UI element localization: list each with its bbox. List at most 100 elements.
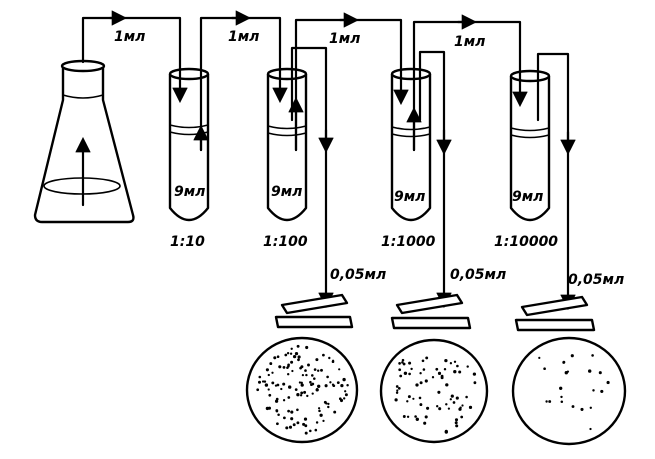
colony-dot xyxy=(313,377,316,380)
colony-dot xyxy=(317,407,321,410)
colony-dot xyxy=(324,384,328,388)
colony-dot xyxy=(294,351,299,356)
colony-dot xyxy=(258,375,262,379)
colony-dot xyxy=(408,372,411,376)
colony-dot xyxy=(290,360,294,364)
colony-dot xyxy=(306,394,309,398)
colony-dot xyxy=(288,385,292,389)
colony-dot xyxy=(304,424,308,428)
petri-dish-top-1 xyxy=(245,336,359,444)
transfer-arrow-4: 1мл xyxy=(406,14,528,152)
colony-dot xyxy=(398,368,402,372)
colony-dot xyxy=(307,363,310,367)
colony-dot xyxy=(449,398,452,401)
colony-dot xyxy=(331,360,335,364)
colony-dot xyxy=(282,365,286,369)
colony-dot xyxy=(291,369,294,373)
colony-dot xyxy=(336,381,340,384)
colony-dot xyxy=(424,415,428,419)
colony-dot xyxy=(300,391,304,395)
colony-dot xyxy=(455,396,459,400)
tube-1: 9мл 1:10 xyxy=(168,67,210,250)
transfer-volume-label-2: 1мл xyxy=(228,29,259,45)
colony-dot xyxy=(566,370,570,373)
colony-dot xyxy=(297,358,300,362)
colony-dot xyxy=(449,362,453,365)
colony-dot xyxy=(346,383,349,387)
colony-dot xyxy=(398,362,401,365)
colony-dot xyxy=(311,392,314,395)
colonies-plate-1 xyxy=(256,344,349,435)
colony-dot xyxy=(344,390,347,393)
transfer-arrow-2: 1мл xyxy=(193,10,288,152)
colony-dot xyxy=(606,380,610,385)
colony-dot xyxy=(311,374,314,377)
colony-dot xyxy=(327,402,330,406)
petri-dish-top-2 xyxy=(379,338,489,444)
colony-dot xyxy=(342,377,346,382)
tube-2: 9мл 1:100 xyxy=(263,67,308,250)
colony-dot xyxy=(313,368,317,371)
colony-dot xyxy=(426,406,430,410)
colony-dot xyxy=(267,373,270,377)
colonies-plate-2 xyxy=(394,356,477,434)
colony-dot xyxy=(399,374,403,378)
tube-2-volume-label: 9мл xyxy=(271,184,302,200)
colony-dot xyxy=(276,383,280,387)
colony-dot xyxy=(315,358,319,362)
colony-dot xyxy=(410,367,413,371)
colony-dot xyxy=(301,373,305,377)
colony-dot xyxy=(269,362,273,366)
plating-volume-label-3: 0,05мл xyxy=(568,272,624,288)
colony-dot xyxy=(447,407,451,410)
transfer-arrow-1: 1мл xyxy=(81,10,188,104)
colony-dot xyxy=(292,423,296,427)
colony-dot xyxy=(408,361,412,365)
colony-dot xyxy=(300,383,304,387)
colony-dot xyxy=(322,353,325,357)
colony-dot xyxy=(287,373,290,376)
plating-arrow-3: 0,05мл xyxy=(536,52,624,311)
colony-dot xyxy=(257,380,262,384)
colony-dot xyxy=(274,399,279,403)
colony-dot xyxy=(459,406,462,409)
colony-dot xyxy=(292,354,297,359)
tube-3: 9мл 1:1000 xyxy=(381,67,436,250)
tube-3-volume-label: 9мл xyxy=(394,189,425,205)
colony-dot xyxy=(276,355,280,359)
colony-dot xyxy=(299,366,302,370)
colony-dot xyxy=(571,405,575,408)
colony-dot xyxy=(444,429,448,433)
colony-dot xyxy=(278,365,282,369)
colony-dot xyxy=(431,376,435,379)
colony-dot xyxy=(443,368,447,371)
colony-dot xyxy=(282,399,286,402)
colony-dot xyxy=(309,429,312,433)
colony-dot xyxy=(415,417,419,421)
colony-dot xyxy=(545,400,548,403)
colony-dot xyxy=(333,410,337,414)
colony-dot xyxy=(419,403,423,407)
colony-dot xyxy=(323,400,327,404)
colony-dot xyxy=(445,403,448,406)
colony-dot xyxy=(265,368,269,372)
colony-dot xyxy=(328,356,331,360)
colony-dot xyxy=(263,380,267,383)
colony-dot xyxy=(412,397,415,400)
colony-dot xyxy=(315,388,319,391)
colony-dot xyxy=(461,404,464,407)
colony-dot xyxy=(340,383,344,388)
colony-dot xyxy=(318,409,321,413)
colony-dot xyxy=(314,428,318,432)
colony-dot xyxy=(453,370,457,374)
colony-dot xyxy=(444,358,448,363)
colony-dot xyxy=(322,419,325,423)
tube-1-volume-label: 9мл xyxy=(174,184,205,200)
colony-dot xyxy=(419,381,423,385)
colony-dot xyxy=(271,371,274,374)
tube-4: 9мл 1:10000 xyxy=(494,69,558,250)
colony-dot xyxy=(592,389,595,392)
colony-dot xyxy=(327,405,330,409)
colony-dot xyxy=(415,383,419,387)
